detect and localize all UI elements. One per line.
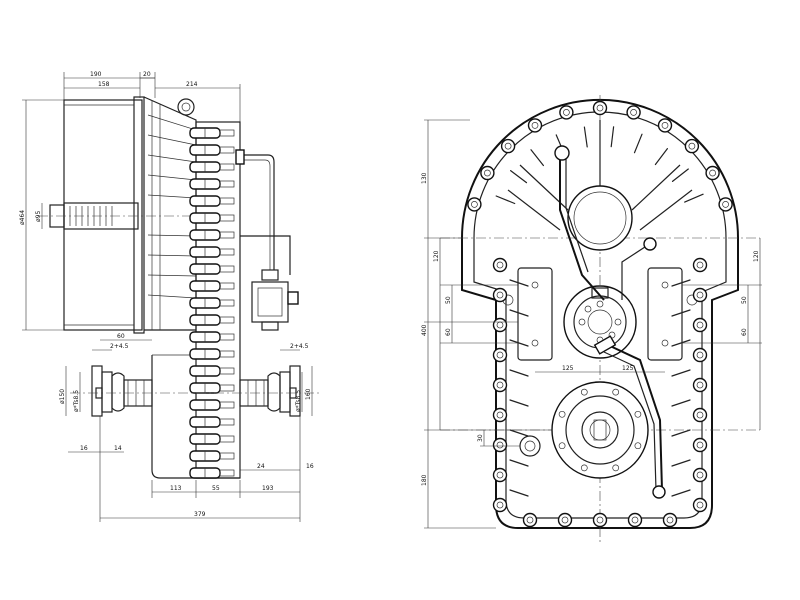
housing-bolt bbox=[492, 437, 508, 453]
dim-16b: 16 bbox=[306, 463, 314, 470]
housing-bolt bbox=[492, 347, 508, 363]
front-view: 130 120 120 50 50 60 60 400 125 125 30 1… bbox=[421, 95, 762, 545]
housing-bolt bbox=[662, 512, 678, 528]
dim-120-left: 120 bbox=[433, 250, 440, 262]
housing-bolt bbox=[592, 512, 608, 528]
dim-phi-right: ø*Ts8.5 bbox=[295, 390, 302, 412]
housing-bolt bbox=[692, 377, 708, 393]
housing-bolt bbox=[692, 257, 708, 273]
dim-60-right: 60 bbox=[741, 328, 748, 336]
dim-phi150: ø150 bbox=[59, 389, 66, 404]
housing-bolt bbox=[492, 467, 508, 483]
housing-bolt bbox=[467, 197, 482, 212]
dim-50-right: 50 bbox=[741, 296, 748, 304]
dim-193: 193 bbox=[262, 485, 274, 492]
housing-bolt bbox=[522, 512, 538, 528]
housing-bolt bbox=[657, 118, 673, 133]
housing-bolt bbox=[692, 467, 708, 483]
dim-tol-left: 2+4.5 bbox=[110, 343, 129, 350]
housing-bolt bbox=[492, 407, 508, 423]
housing-bolt bbox=[626, 105, 641, 120]
dim-phi-left: ø*Ts8.5 bbox=[73, 390, 80, 412]
housing-bolt bbox=[492, 377, 508, 393]
dim-190: 190 bbox=[90, 71, 102, 78]
housing-bolt bbox=[692, 347, 708, 363]
housing-bolt bbox=[500, 138, 516, 154]
dim-180: 180 bbox=[421, 474, 428, 486]
dim-phi95: ø95 bbox=[35, 211, 42, 222]
dim-24: 24 bbox=[257, 463, 265, 470]
dim-379: 379 bbox=[194, 511, 206, 518]
dim-120-right: 120 bbox=[753, 250, 760, 262]
dim-55: 55 bbox=[212, 485, 220, 492]
housing-bolt bbox=[527, 118, 543, 133]
dim-60: 60 bbox=[117, 333, 125, 340]
housing-bolt bbox=[692, 317, 708, 333]
housing-bolt bbox=[718, 197, 733, 212]
dim-16a: 16 bbox=[80, 445, 88, 452]
housing-bolt bbox=[684, 138, 700, 154]
housing-bolt bbox=[692, 287, 708, 303]
side-view: 190 20 158 214 ø464 ø95 60 2+4.5 2+4.5 ø… bbox=[19, 71, 320, 522]
dim-125-left: 125 bbox=[562, 365, 574, 372]
dim-113: 113 bbox=[170, 485, 182, 492]
housing-bolt bbox=[492, 257, 508, 273]
dim-20: 20 bbox=[143, 71, 151, 78]
housing-bolt bbox=[557, 512, 573, 528]
dim-50-left: 50 bbox=[445, 296, 452, 304]
housing-bolt bbox=[559, 105, 574, 120]
dim-phi464: ø464 bbox=[19, 210, 26, 225]
dim-158: 158 bbox=[98, 81, 110, 88]
dim-130: 130 bbox=[421, 172, 428, 184]
housing-bolt bbox=[692, 497, 708, 513]
dim-60-left: 60 bbox=[445, 328, 452, 336]
dim-30: 30 bbox=[477, 434, 484, 442]
housing-bolt bbox=[492, 317, 508, 333]
housing-bolt bbox=[692, 437, 708, 453]
dim-125-right: 125 bbox=[622, 365, 634, 372]
dim-400: 400 bbox=[421, 324, 428, 336]
housing-bolt bbox=[692, 407, 708, 423]
dim-tol-right: 2+4.5 bbox=[290, 343, 309, 350]
dim-214: 214 bbox=[186, 81, 198, 88]
housing-bolt bbox=[480, 165, 495, 181]
housing-bolt bbox=[492, 497, 508, 513]
dim-14: 14 bbox=[114, 445, 122, 452]
housing-bolt bbox=[627, 512, 643, 528]
housing-bolt bbox=[592, 100, 608, 116]
dim-160: 160 bbox=[305, 388, 312, 400]
housing-bolt bbox=[705, 165, 720, 181]
housing-bolt bbox=[492, 287, 508, 303]
